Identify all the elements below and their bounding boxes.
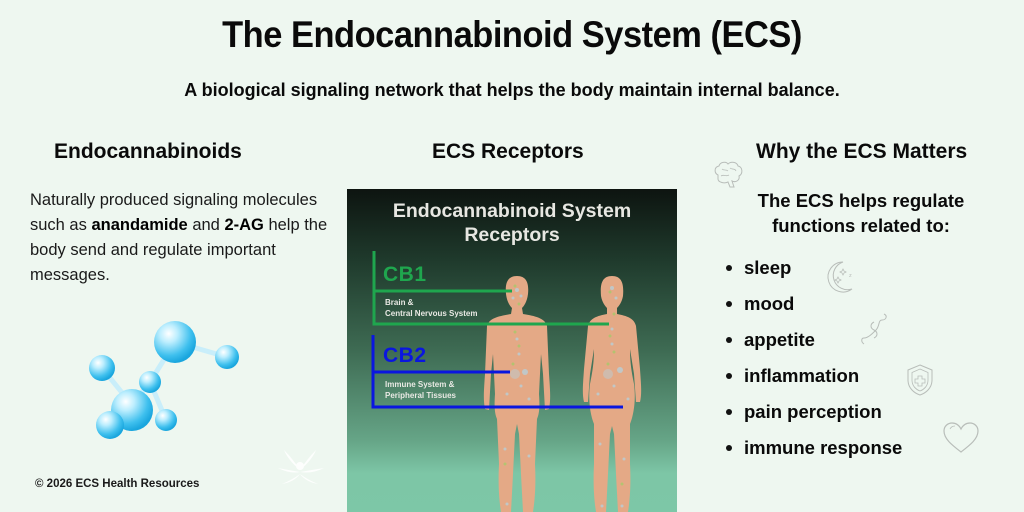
svg-text:z: z: [849, 273, 852, 279]
cb2-description: Immune System & Peripheral Tissues: [385, 379, 456, 401]
receptor-brackets: [371, 251, 623, 409]
cb2-desc-line1: Immune System &: [385, 380, 455, 389]
diagram-title-line2: Receptors: [464, 224, 560, 246]
cb1-description: Brain & Central Nervous System: [385, 297, 477, 319]
list-item: immune response: [726, 430, 902, 466]
cb2-label: CB2: [383, 344, 427, 367]
list-item: sleep: [726, 250, 902, 286]
function-mood: mood: [744, 293, 795, 314]
ecs-receptors-heading: ECS Receptors: [432, 140, 584, 163]
why-ecs-matters-heading: Why the ECS Matters: [756, 140, 968, 163]
list-item: appetite: [726, 322, 902, 358]
desc-text: Naturally produced signaling molecules s…: [30, 191, 318, 234]
cb1-desc-line1: Brain &: [385, 298, 414, 307]
cb1-label: CB1: [383, 263, 427, 286]
cb1-desc-line2: Central Nervous System: [385, 309, 478, 318]
brain-icon: [714, 161, 743, 188]
page-subtitle: A biological signaling network that help…: [184, 80, 840, 100]
list-item: pain perception: [726, 394, 902, 430]
function-pain-perception: pain perception: [744, 401, 882, 422]
endocannabinoids-heading: Endocannabinoids: [54, 140, 242, 163]
bullet-icon: [726, 373, 732, 379]
shield-icon: [907, 364, 933, 396]
cb2-desc-line2: Peripheral Tissues: [385, 391, 456, 400]
functions-list: sleep mood appetite inflammation pain pe…: [726, 250, 902, 466]
desc-text: help the body send and regulate importan…: [30, 216, 328, 284]
function-sleep: sleep: [744, 257, 792, 278]
bullet-icon: [726, 301, 732, 307]
intestine-icon: [861, 313, 887, 345]
endocannabinoids-description: Naturally produced signaling molecules s…: [30, 188, 330, 288]
male-body-figure: [483, 276, 551, 512]
heart-icon: [943, 422, 979, 453]
bullet-icon: [726, 409, 732, 415]
function-immune-response: immune response: [744, 437, 903, 458]
molecule-illustration: [89, 321, 239, 439]
list-item: inflammation: [726, 358, 902, 394]
page-title: The Endocannabinoid System (ECS): [222, 14, 802, 55]
female-body-figure: [582, 276, 642, 512]
copyright-text: © 2026 ECS Health Resources: [35, 478, 200, 490]
bullet-icon: [726, 337, 732, 343]
list-item: mood: [726, 286, 902, 322]
functions-intro: The ECS helps regulate functions related…: [757, 190, 965, 236]
anandamide-term: anandamide: [91, 216, 188, 234]
receptors-diagram: Endocannabinoid System Receptors: [347, 189, 677, 512]
diagram-title: Endocannabinoid System Receptors: [347, 199, 677, 247]
2ag-term: 2-AG: [224, 216, 264, 234]
bullet-icon: [726, 445, 732, 451]
moon-icon: z: [827, 261, 853, 293]
diagram-title-line1: Endocannabinoid System: [392, 200, 632, 222]
function-inflammation: inflammation: [744, 365, 860, 386]
bullet-icon: [726, 265, 732, 271]
desc-text: and: [187, 216, 225, 234]
leaf-logo-icon: [278, 450, 324, 484]
function-appetite: appetite: [744, 329, 815, 350]
